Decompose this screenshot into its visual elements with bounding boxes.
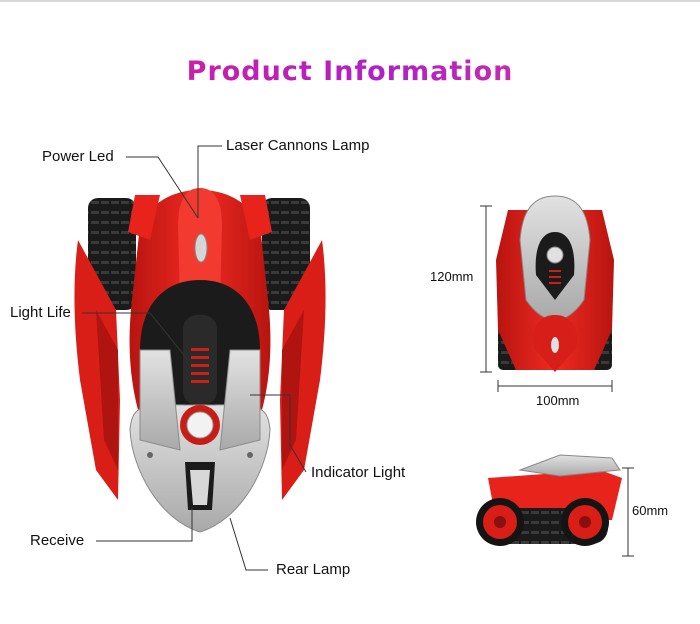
label-indicator-light: Indicator Light [311,464,406,481]
dimension-width: 100mm [536,393,580,408]
callout-laser-cannons-lamp [197,145,222,218]
laser-cannon-lamp [194,233,208,263]
label-rear-lamp: Rear Lamp [276,561,351,578]
dimension-height: 60mm [632,503,669,518]
small-car-side-view [476,454,622,546]
label-laser-cannons-lamp: Laser Cannons Lamp [226,137,370,154]
main-car-top-view [74,188,326,533]
dimension-length: 120mm [430,269,474,284]
callout-rear-lamp [229,517,268,571]
label-receive: Receive [30,532,85,549]
label-power-led: Power Led [42,148,114,165]
callout-receive [96,508,193,542]
small-car-top-view [496,195,614,372]
callout-light-life [82,312,189,361]
label-light-life: Light Life [10,304,71,321]
callout-indicator-light [250,394,307,473]
top-divider [0,0,700,2]
callout-power-led [126,156,199,219]
right-track [262,198,310,310]
indicator-light [186,411,214,439]
page-title: Product Information [0,56,700,87]
